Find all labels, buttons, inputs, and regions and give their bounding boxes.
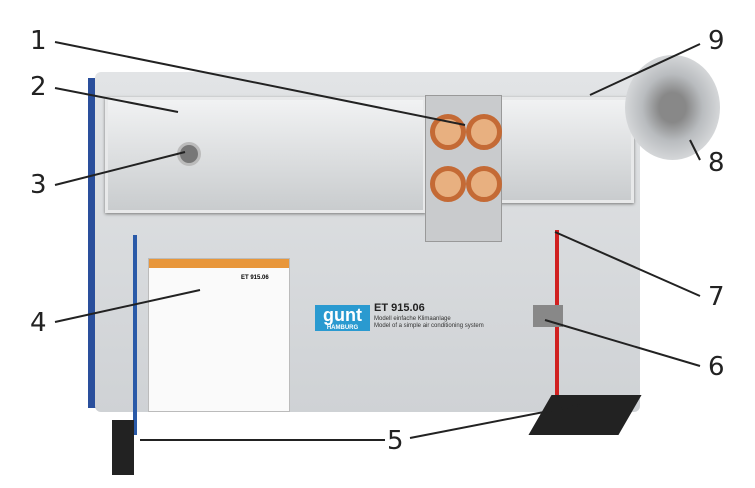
suction-line — [133, 235, 137, 435]
schematic-title: ET 915.06 — [241, 275, 269, 281]
callout-line-3 — [54, 151, 186, 186]
callout-9: 9 — [708, 26, 725, 56]
callout-line-5b — [409, 404, 581, 439]
callout-2: 2 — [30, 72, 47, 102]
callout-line-2 — [54, 87, 179, 113]
callout-line-7 — [554, 231, 701, 297]
callout-line-9 — [589, 43, 701, 96]
callout-line-6 — [544, 319, 701, 367]
callout-5: 5 — [387, 426, 404, 456]
callout-line-4 — [54, 289, 201, 323]
callout-1: 1 — [30, 26, 47, 56]
callout-line-8 — [689, 139, 701, 161]
callout-8: 8 — [708, 148, 725, 178]
callout-6: 6 — [708, 352, 725, 382]
foot-left — [112, 420, 134, 475]
expansion-valve — [533, 305, 563, 327]
air-duct-left — [105, 97, 426, 213]
callout-4: 4 — [30, 308, 47, 338]
callout-7: 7 — [708, 282, 725, 312]
callout-3: 3 — [30, 170, 47, 200]
heat-exchanger — [425, 95, 502, 242]
callout-line-1 — [54, 41, 466, 126]
air-duct-right — [498, 97, 634, 203]
process-schematic: ET 915.06 — [148, 258, 290, 412]
model-number: ET 915.06 — [374, 302, 425, 314]
